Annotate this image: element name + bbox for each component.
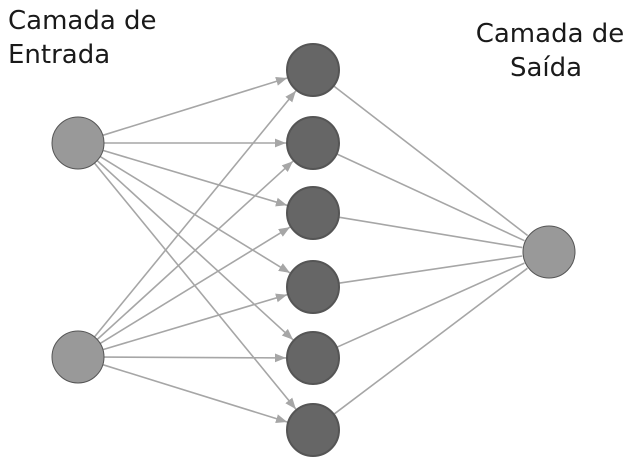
input-node-1 — [51, 116, 105, 170]
connection-input-2-to-hidden-6 — [102, 363, 288, 423]
connection-hidden-3-to-output-1 — [338, 216, 523, 249]
hidden-node-3 — [286, 186, 340, 240]
connection-hidden-6-to-output-1 — [333, 267, 528, 415]
hidden-node-6 — [286, 403, 340, 457]
nodes — [51, 43, 576, 457]
input-layer-label-line-1: Camada de — [8, 6, 157, 36]
output-layer-label-line-1: Camada de — [475, 19, 625, 49]
connection-input-2-to-hidden-3 — [99, 226, 291, 345]
output-layer-label: Camada de Saída — [470, 17, 630, 85]
connection-input-2-to-hidden-4 — [102, 293, 288, 351]
connection-input-1-to-hidden-3 — [102, 149, 288, 207]
input-layer-label-line-2: Entrada — [8, 40, 111, 70]
output-layer-label-line-2: Saída — [509, 53, 583, 83]
hidden-node-1 — [286, 43, 340, 97]
connection-hidden-1-to-output-1 — [333, 85, 529, 237]
connection-input-1-to-hidden-1 — [102, 77, 288, 137]
connection-input-2-to-hidden-5 — [103, 353, 287, 363]
hidden-node-5 — [286, 331, 340, 385]
input-node-2 — [51, 330, 105, 384]
hidden-node-2 — [286, 116, 340, 170]
hidden-node-4 — [286, 260, 340, 314]
connections — [93, 77, 529, 423]
input-layer-label: Camada de Entrada — [8, 4, 157, 72]
output-node-1 — [522, 225, 576, 279]
connection-hidden-2-to-output-1 — [336, 153, 525, 242]
connection-hidden-5-to-output-1 — [336, 262, 525, 349]
connection-input-2-to-hidden-2 — [96, 160, 294, 341]
connection-input-2-to-hidden-1 — [93, 90, 297, 338]
connection-hidden-4-to-output-1 — [338, 255, 523, 284]
